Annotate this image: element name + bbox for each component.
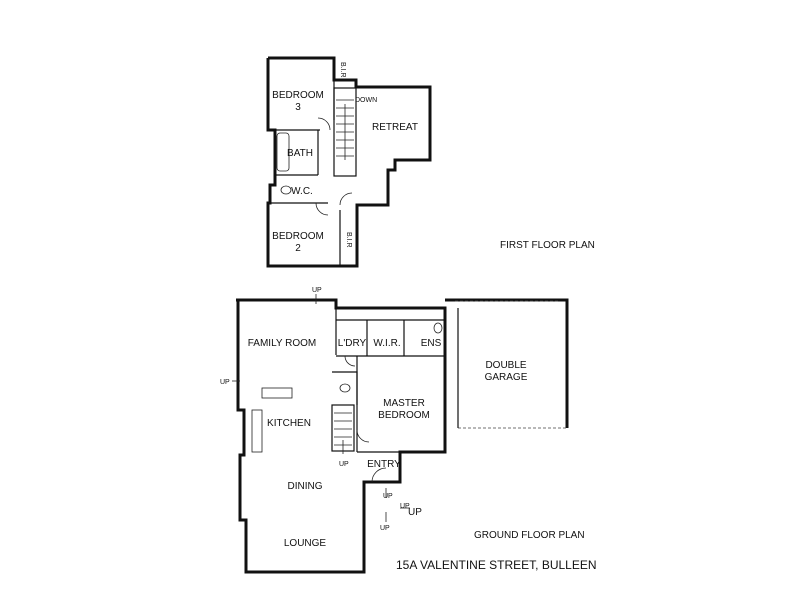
retreat-label: RETREAT xyxy=(372,122,418,133)
family-room-label: FAMILY ROOM xyxy=(248,338,317,349)
first-floor-plan: BEDROOM 3 B.I.R DOWN RETREAT BATH W.C. B… xyxy=(266,56,595,268)
toilet-icon xyxy=(280,185,292,195)
door-swing-bedroom2 xyxy=(315,202,329,216)
master-label-1: MASTER xyxy=(383,398,425,409)
up-label-left: UP xyxy=(220,379,230,386)
up-label-stair: UP xyxy=(339,461,349,468)
step-arrows xyxy=(232,294,410,522)
door-swing-bedroom3 xyxy=(317,117,331,131)
first-floor-stair xyxy=(333,87,357,177)
door-swing-retreat xyxy=(339,192,353,206)
up-label-entry-3: UP xyxy=(400,503,410,510)
first-floor-outer-wall xyxy=(266,56,432,268)
dining-label: DINING xyxy=(288,481,323,492)
bath-label: BATH xyxy=(287,148,313,159)
up-label-entry-1: UP xyxy=(383,493,393,500)
ground-floor-plan: UP UP UP UP UP UP UP FAMILY ROOM L'DRY W… xyxy=(220,287,597,574)
up-label-top: UP xyxy=(312,287,322,294)
laundry-label: L'DRY xyxy=(338,338,367,349)
bathtub-icon xyxy=(276,132,290,172)
door-swing-master xyxy=(356,429,370,443)
up-label-entry: UP xyxy=(408,507,422,518)
door-swing-laundry xyxy=(344,355,356,367)
garage-wall xyxy=(445,298,569,428)
wir-label: W.I.R. xyxy=(373,338,400,349)
bedroom2-robe-label: B.I.R xyxy=(345,232,352,248)
powder-room-wall xyxy=(332,371,358,405)
bedroom3-label-1: BEDROOM xyxy=(272,90,324,101)
bedroom3-robe-label: B.I.R xyxy=(339,62,346,78)
ground-floor-outer-wall xyxy=(236,298,447,574)
up-label-entry-2: UP xyxy=(380,525,390,532)
wc-label: W.C. xyxy=(291,186,313,197)
kitchen-label: KITCHEN xyxy=(267,418,311,429)
door-swing-entry xyxy=(371,467,387,483)
lounge-label: LOUNGE xyxy=(284,538,327,549)
first-floor-caption: FIRST FLOOR PLAN xyxy=(500,240,595,251)
master-label-2: BEDROOM xyxy=(378,410,430,421)
bedroom3-label-2: 3 xyxy=(295,102,301,113)
bedroom2-label-2: 2 xyxy=(295,243,301,254)
garage-label-2: GARAGE xyxy=(485,372,528,383)
bedroom2-label-1: BEDROOM xyxy=(272,231,324,242)
stair-down-label: DOWN xyxy=(355,97,377,104)
address-label: 15A VALENTINE STREET, BULLEEN xyxy=(396,558,597,572)
toilet-icon-ensuite xyxy=(433,322,443,334)
first-floor-stair-treads xyxy=(336,99,354,160)
ground-floor-caption: GROUND FLOOR PLAN xyxy=(474,530,585,541)
toilet-icon-ground xyxy=(339,383,351,393)
kitchen-island xyxy=(261,387,293,399)
garage-label-1: DOUBLE xyxy=(485,360,526,371)
ground-floor-stair-treads xyxy=(334,412,352,446)
entry-label: ENTRY xyxy=(367,459,401,470)
kitchen-bench xyxy=(251,409,263,453)
ensuite-label: ENS xyxy=(421,338,442,349)
